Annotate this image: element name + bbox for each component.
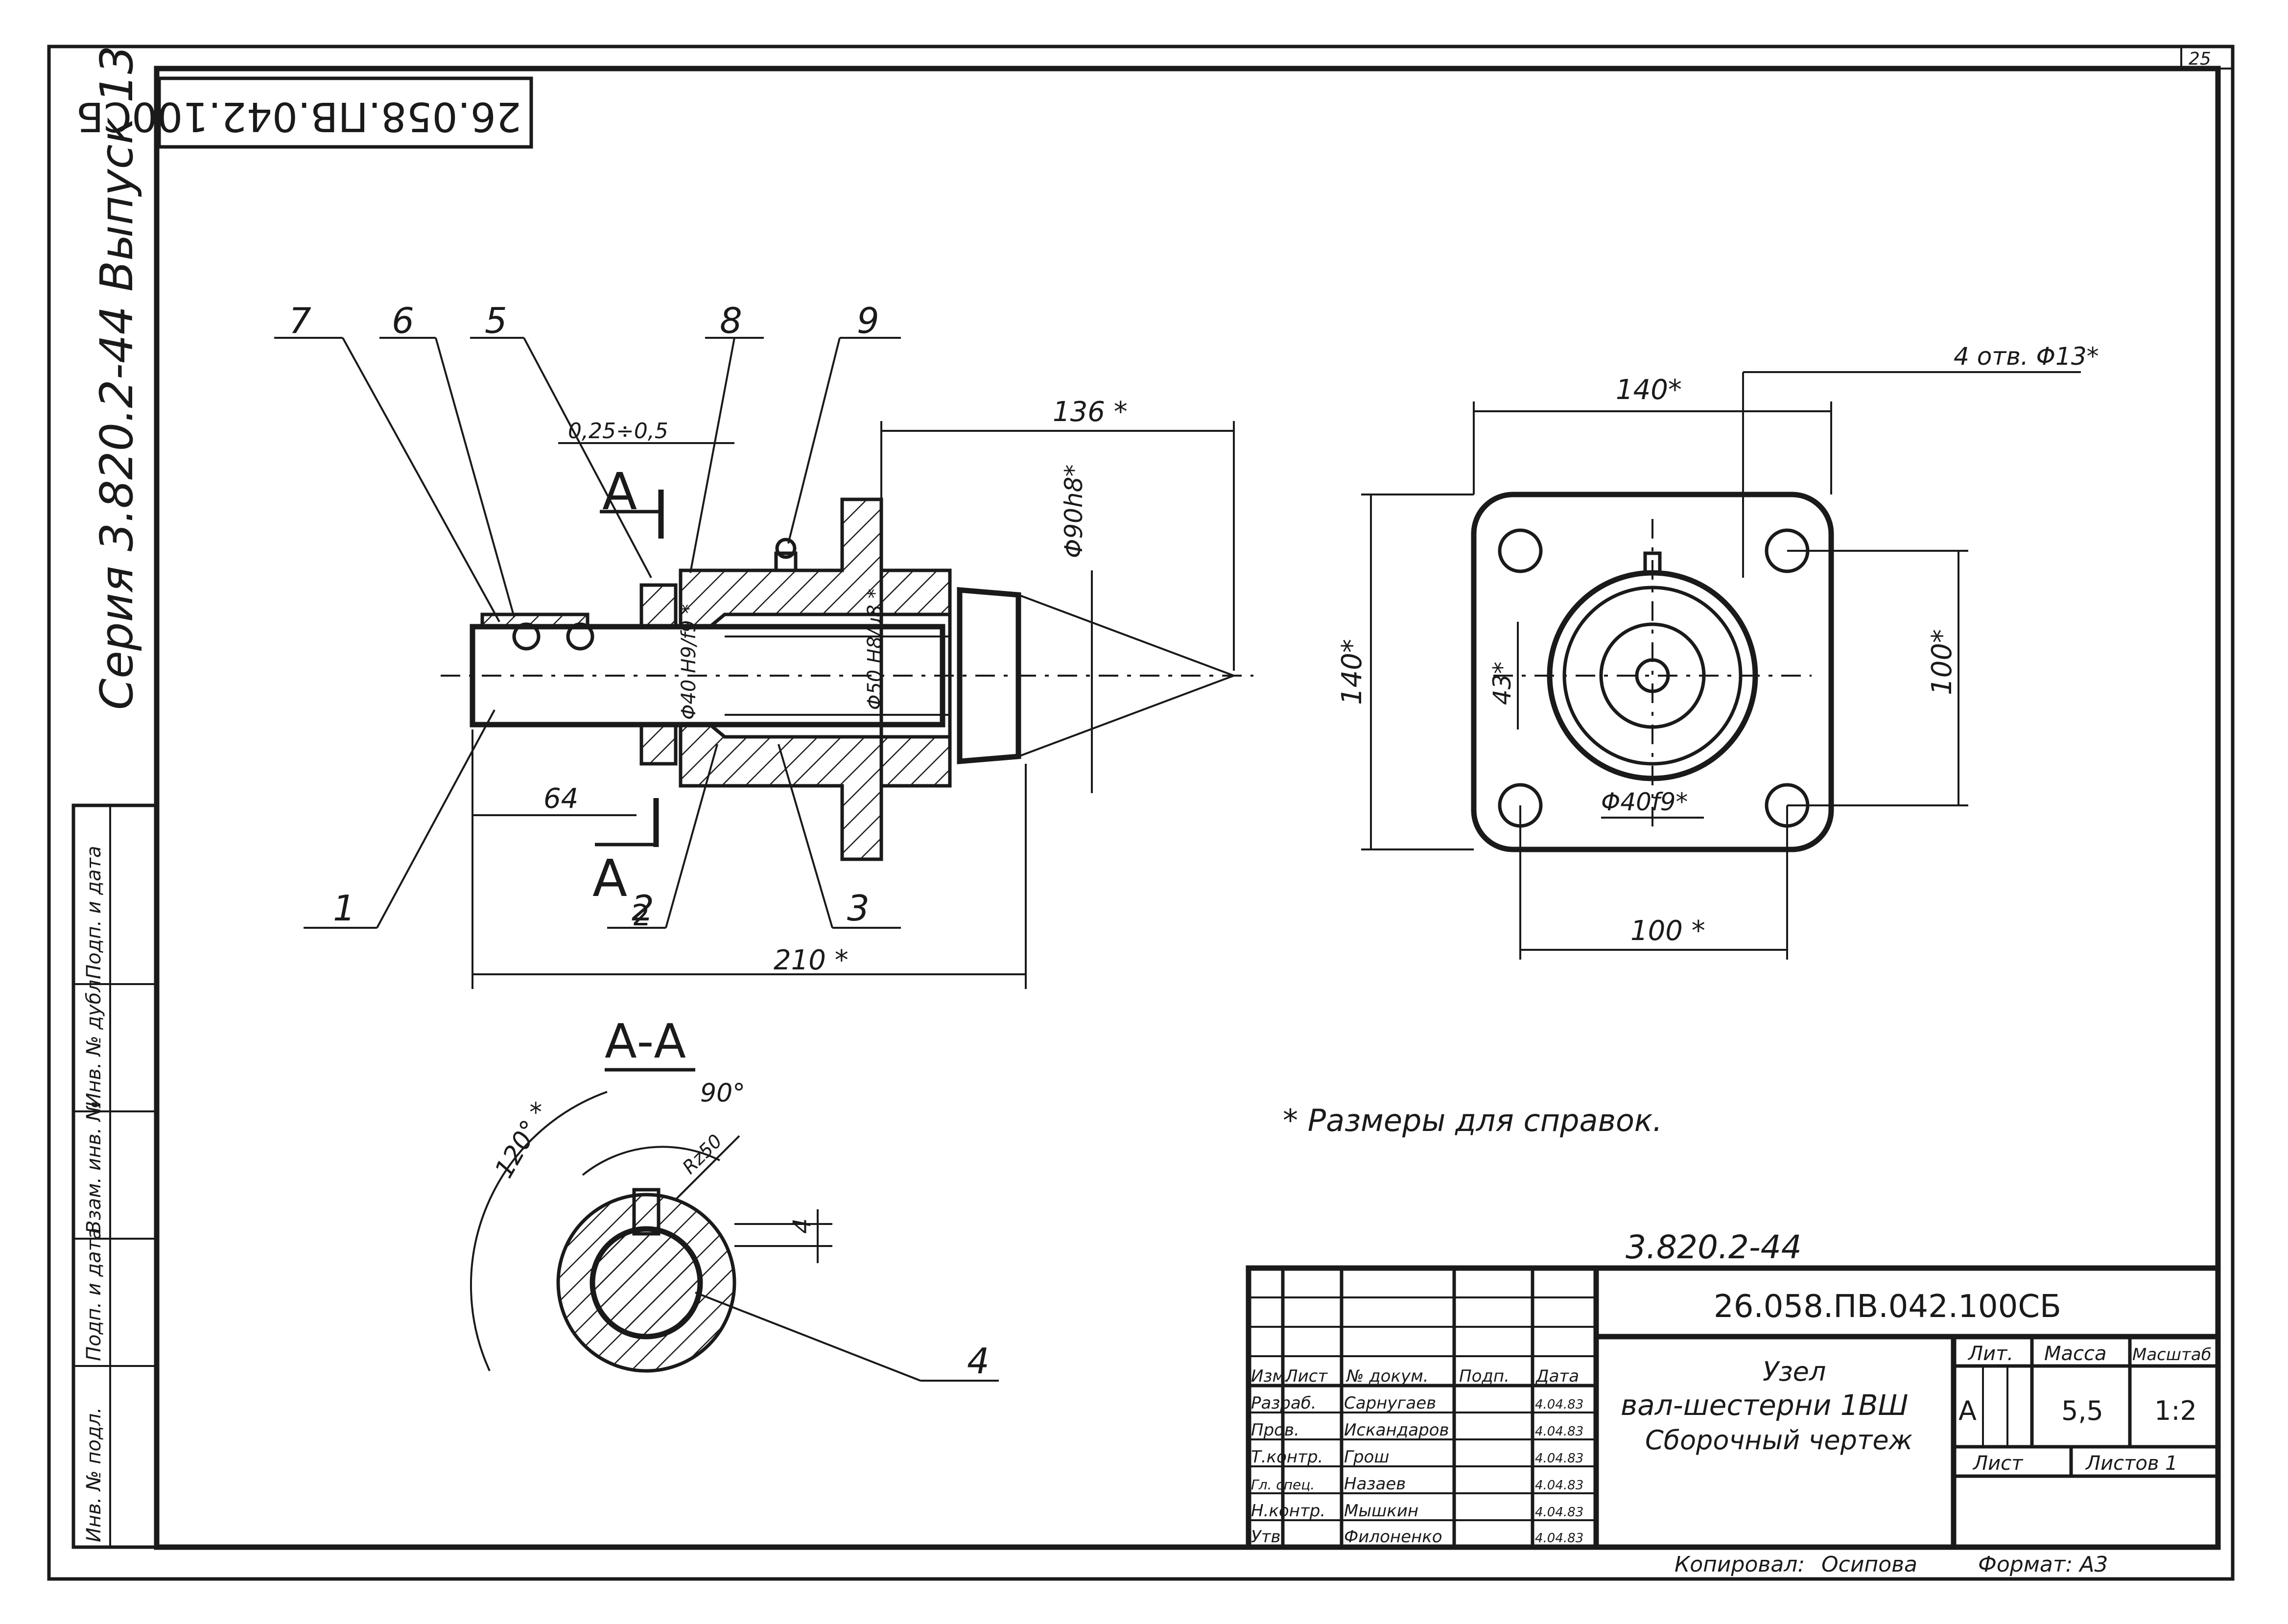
- section-a-a: А-А 120° * 90° Rz50 4 4: [470, 1014, 999, 1382]
- lit-value: А: [1958, 1395, 1977, 1426]
- callouts: 7 6 5 8 9 1 2 3: [274, 300, 901, 929]
- dim-64: 64: [543, 783, 578, 815]
- callout-3: 3: [847, 888, 870, 929]
- side-stamp-label-3: Взам. инв. №: [83, 1101, 105, 1234]
- housing-lower: [679, 723, 952, 861]
- side-dimensions: 0,25÷0,5 136 * Φ90h8* Φ50 H8/u8 * Φ40 H9…: [472, 396, 1235, 989]
- title-block: 3.820.2-44 26.058.ПВ.042.100СБ Узел вал-…: [1246, 1228, 2221, 1577]
- side-stamp: Инв. № подл. Подп. и дата Взам. инв. № И…: [71, 803, 159, 1549]
- dim-holes: 4 отв. Φ13*: [1954, 342, 2099, 371]
- dim-key-4: 4: [788, 1218, 816, 1234]
- col-sign: Подп.: [1459, 1366, 1510, 1386]
- footer-copier: Осипова: [1821, 1552, 1917, 1577]
- flange-plate: [1471, 492, 1834, 852]
- footer-copied: Копировал:: [1675, 1552, 1805, 1577]
- role-date-4: 4.04.83: [1535, 1505, 1583, 1520]
- callout-4: 4: [967, 1341, 990, 1382]
- dim-angle-120: 120° *: [489, 1097, 556, 1183]
- lit-header: Лит.: [1967, 1342, 2013, 1365]
- page-number: 25: [2189, 49, 2211, 69]
- section-mark-bottom: А: [592, 848, 627, 908]
- side-stamp-label-1: Инв. № подл.: [83, 1407, 105, 1542]
- page-number-box: [2180, 46, 2234, 70]
- dim-43: 43*: [1488, 661, 1516, 705]
- dim-140-top: 140*: [1616, 374, 1682, 406]
- dim-136: 136 *: [1053, 396, 1128, 428]
- dim-210: 210 *: [774, 944, 849, 976]
- dim-dia-40-front: Φ40f9*: [1601, 788, 1688, 816]
- side-stamp-label-4: Инв. № дубл.: [83, 973, 105, 1107]
- callout-7: 7: [289, 300, 311, 341]
- dim-angle-90: 90°: [700, 1079, 745, 1108]
- role-name-5: Филоненко: [1344, 1527, 1442, 1547]
- col-doc: № докум.: [1345, 1366, 1429, 1386]
- callout-6: 6: [392, 300, 414, 341]
- role-date-5: 4.04.83: [1535, 1531, 1583, 1546]
- role-0: Разраб.: [1251, 1393, 1317, 1413]
- role-date-1: 4.04.83: [1535, 1424, 1583, 1439]
- role-name-1: Искандаров: [1344, 1420, 1449, 1440]
- role-1: Пров.: [1251, 1420, 1299, 1440]
- dim-gap: 0,25÷0,5: [568, 419, 668, 444]
- role-name-4: Мышкин: [1344, 1501, 1418, 1521]
- role-2: Т.контр.: [1251, 1447, 1323, 1467]
- outer-border: [47, 45, 2235, 1581]
- front-dimensions: 140* 140* 4 отв. Φ13* 43* 100* 100 * Φ40…: [1336, 342, 2099, 960]
- role-name-3: Назаев: [1344, 1474, 1406, 1494]
- side-view: [441, 497, 1253, 861]
- role-name-0: Сарнугаев: [1344, 1393, 1436, 1413]
- footer-format: Формат: А3: [1978, 1552, 2108, 1577]
- top-code: 3.820.2-44: [1626, 1228, 1802, 1266]
- section-mark-index: 2: [632, 898, 650, 933]
- mirrored-code-box: [157, 76, 533, 149]
- role-date-2: 4.04.83: [1535, 1451, 1583, 1466]
- dim-dia-50: Φ50 H8/u8 *: [864, 588, 886, 710]
- part-name-2: вал-шестерни 1ВШ: [1621, 1389, 1908, 1422]
- mirrored-code: 26.058.ПВ.042.100СБ: [76, 93, 521, 140]
- dim-dia-90: Φ90h8*: [1060, 465, 1088, 558]
- role-date-0: 4.04.83: [1535, 1397, 1583, 1412]
- scale-value: 1:2: [2154, 1395, 2197, 1426]
- front-view: [1471, 492, 1834, 852]
- doc-code: 26.058.ПВ.042.100СБ: [1714, 1289, 2061, 1325]
- dim-100-right: 100*: [1926, 629, 1958, 695]
- role-5: Утв.: [1251, 1527, 1286, 1547]
- part-name-3: Сборочный чертеж: [1645, 1425, 1913, 1456]
- side-stamp-label-5: Подп. и дата: [83, 846, 105, 979]
- mass-value: 5,5: [2061, 1395, 2103, 1426]
- bolt-hole-tl: [1498, 528, 1543, 573]
- callout-9: 9: [857, 300, 879, 341]
- callout-1: 1: [333, 888, 355, 929]
- role-name-2: Грош: [1344, 1447, 1389, 1467]
- inner-frame: [154, 66, 2221, 1550]
- col-date: Дата: [1535, 1366, 1579, 1386]
- series-label: Серия 3.820.2-44 Выпуск 13: [91, 46, 143, 710]
- part-name-1: Узел: [1763, 1356, 1826, 1387]
- scale-header: Масштаб: [2132, 1345, 2212, 1365]
- dim-140-left: 140*: [1336, 639, 1368, 705]
- housing-upper: [679, 497, 952, 629]
- section-title: А-А: [605, 1014, 686, 1069]
- sheet-label: Лист: [1972, 1452, 2024, 1475]
- col-izm: Изм.: [1251, 1366, 1290, 1386]
- role-date-3: 4.04.83: [1535, 1478, 1583, 1493]
- callout-2: 2: [632, 888, 654, 929]
- col-list: Лист: [1284, 1366, 1328, 1386]
- dim-dia-40: Φ40 H9/f9 *: [678, 604, 700, 720]
- role-3: Гл. спец.: [1251, 1477, 1315, 1493]
- dim-100-bottom: 100 *: [1630, 915, 1705, 947]
- mass-header: Масса: [2044, 1342, 2107, 1365]
- callout-8: 8: [720, 300, 742, 341]
- role-4: Н.контр.: [1251, 1501, 1325, 1521]
- section-marks: А А 2: [592, 462, 664, 933]
- side-stamp-label-2: Подп. и дата: [83, 1228, 105, 1361]
- reference-note: * Размеры для справок.: [1283, 1103, 1662, 1138]
- callout-5: 5: [485, 300, 507, 341]
- dim-roughness: Rz50: [678, 1130, 726, 1178]
- sheets-label: Листов 1: [2085, 1452, 2178, 1475]
